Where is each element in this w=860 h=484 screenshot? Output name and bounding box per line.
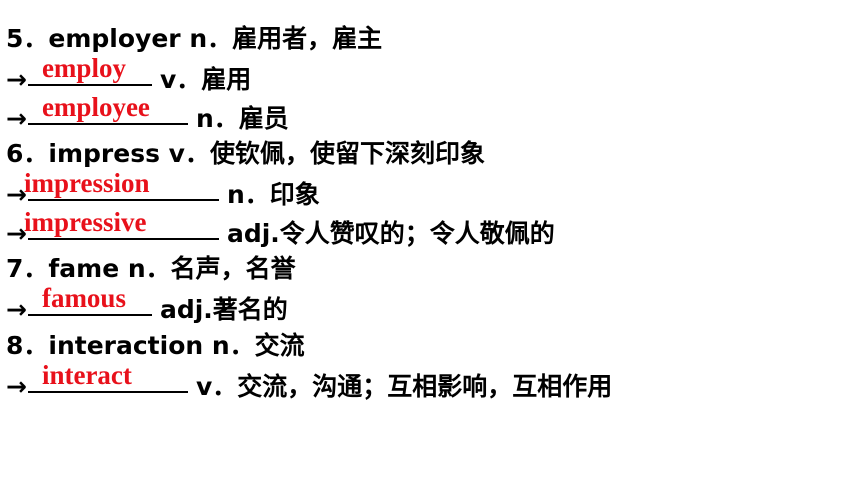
answer-text: impressive <box>23 207 147 237</box>
entry-text: 7．fame n．名声，名誉 <box>6 254 296 283</box>
derivative-line-impressive: →impressive adj.令人赞叹的；令人敬佩的 <box>6 209 555 249</box>
answer-blank: employee <box>27 94 188 125</box>
derivative-line-employee: → employee n．雇员 <box>6 94 289 134</box>
meaning-text: v．雇用 <box>159 65 252 94</box>
answer-text: employ <box>41 53 126 83</box>
derivative-line-famous: → famous adj.著名的 <box>6 285 288 325</box>
meaning-text: adj.著名的 <box>159 295 288 324</box>
entry-text: 8．interaction n．交流 <box>6 331 305 360</box>
meaning-text: adj.令人赞叹的；令人敬佩的 <box>226 219 555 248</box>
answer-blank: interact <box>27 362 188 393</box>
arrow: → <box>6 65 27 94</box>
answer-text: interact <box>41 360 132 390</box>
arrow: → <box>6 372 27 401</box>
answer-blank: impressive <box>24 209 219 240</box>
derivative-line-impression: →impression n．印象 <box>6 170 320 210</box>
derivative-line-employ: → employ v．雇用 <box>6 55 252 95</box>
meaning-text: n．印象 <box>226 180 320 209</box>
entry-text: 6．impress v．使钦佩，使留下深刻印象 <box>6 139 485 168</box>
derivative-line-interact: → interact v．交流，沟通；互相影响，互相作用 <box>6 362 613 402</box>
word-entry-employer: 5．employer n．雇用者，雇主 <box>6 22 382 56</box>
arrow: → <box>6 180 27 209</box>
arrow: → <box>6 104 27 133</box>
meaning-text: n．雇员 <box>195 104 289 133</box>
entry-text: 5．employer n．雇用者，雇主 <box>6 24 383 53</box>
arrow: → <box>6 219 27 248</box>
meaning-text: v．交流，沟通；互相影响，互相作用 <box>195 372 613 401</box>
answer-text: famous <box>41 283 126 313</box>
answer-text: impression <box>23 168 150 198</box>
answer-blank: impression <box>24 170 219 201</box>
arrow: → <box>6 295 27 324</box>
word-entry-fame: 7．fame n．名声，名誉 <box>6 252 296 286</box>
answer-blank: famous <box>27 285 152 316</box>
answer-text: employee <box>41 92 150 122</box>
word-entry-impress: 6．impress v．使钦佩，使留下深刻印象 <box>6 137 485 171</box>
answer-blank: employ <box>27 55 152 86</box>
word-entry-interaction: 8．interaction n．交流 <box>6 329 305 363</box>
